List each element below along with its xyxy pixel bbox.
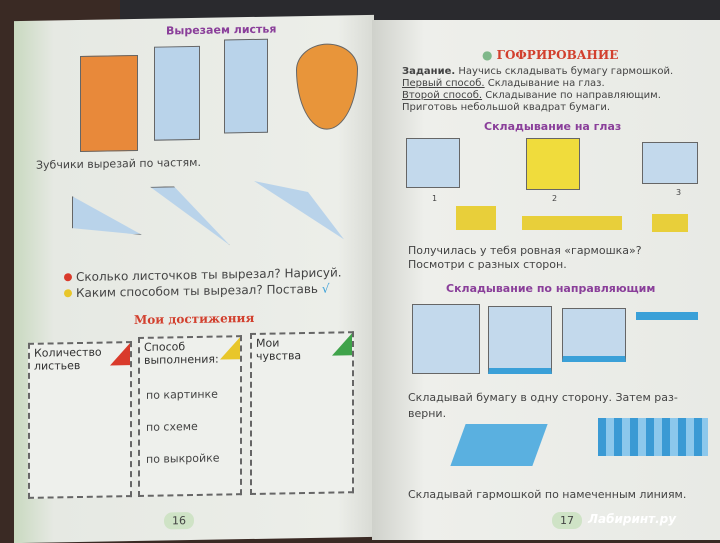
box-feelings: Мои чувства (250, 331, 354, 496)
section-by-guides: Складывание по направляющим (446, 282, 656, 295)
box-method: Способ выполнения: по картинке по схеме … (138, 335, 242, 497)
accordion-yellow-2 (522, 216, 622, 230)
guides-step-4 (636, 312, 698, 320)
right-page: ● ГОФРИРОВАНИЕ Задание. Научись складыва… (372, 20, 720, 540)
box-leaf-count: Количество листьев (28, 341, 132, 499)
leaf-cut-2 (150, 185, 230, 246)
guides-step-1 (412, 304, 480, 374)
achievements-title: Мои достижения (134, 310, 255, 328)
accordion-yellow-3 (652, 214, 688, 232)
question-2: Каким способом ты вырезал? Поставь (76, 281, 318, 301)
orange-paper-illustration (80, 54, 138, 152)
yellow-flag-icon (220, 337, 240, 360)
yellow-dot-icon (64, 289, 72, 298)
page-number-left: 16 (164, 512, 194, 530)
accordion-blue-illustration (598, 418, 708, 456)
watermark: Лабиринт.ру (588, 512, 677, 526)
option-scheme[interactable]: по схеме (146, 419, 198, 434)
instruction-2: Складывай гармошкой по намеченным линиям… (408, 488, 687, 501)
folded-channel-illustration (450, 424, 548, 466)
left-page: Вырезаем листья Зубчики вырезай по частя… (14, 14, 374, 543)
folded-paper-cut-illustration (224, 38, 268, 134)
step-2-paper (526, 138, 580, 190)
option-pattern[interactable]: по выкройке (146, 451, 220, 466)
guides-step-2 (488, 306, 552, 374)
page-number-right: 17 (552, 512, 582, 529)
caption: Зубчики вырезай по частям. (36, 155, 201, 172)
guides-step-3 (562, 308, 626, 362)
folded-paper-illustration (154, 45, 200, 141)
leaf-cut-1 (72, 195, 142, 236)
left-title: Вырезаем листья (166, 22, 277, 38)
section-by-eye: Складывание на глаз (484, 120, 622, 133)
right-title: ● ГОФРИРОВАНИЕ (482, 48, 619, 62)
leaf-shape-illustration (296, 43, 358, 131)
red-flag-icon (110, 343, 130, 366)
step-1-paper (406, 138, 460, 188)
accordion-yellow-1 (456, 206, 496, 230)
red-dot-icon (64, 273, 72, 282)
option-picture[interactable]: по картинке (146, 387, 218, 402)
leaf-cut-3 (254, 179, 344, 241)
step-3-paper (642, 142, 698, 184)
checkmark-icon: √ (321, 281, 330, 296)
green-flag-icon (332, 333, 352, 356)
